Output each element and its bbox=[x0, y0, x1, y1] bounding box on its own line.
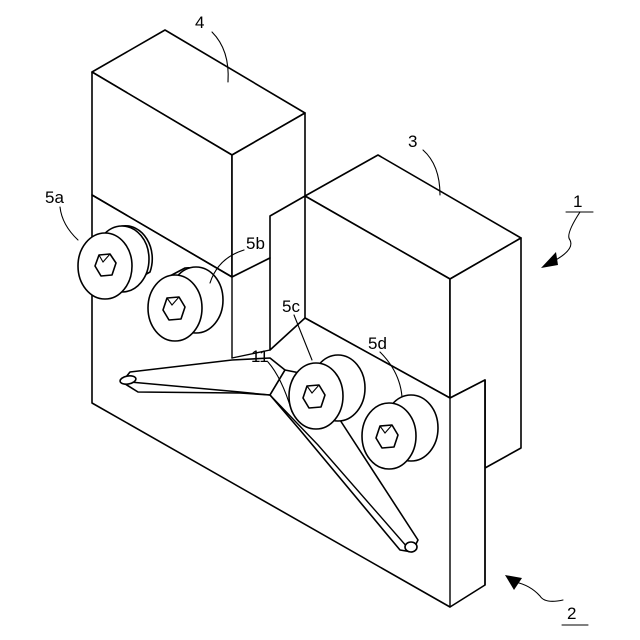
label-5b: 5b bbox=[246, 234, 265, 253]
leader-2 bbox=[515, 582, 563, 601]
label-2: 2 bbox=[567, 604, 576, 623]
arrow-1-icon bbox=[541, 252, 558, 268]
label-5d: 5d bbox=[368, 334, 387, 353]
hex-socket-icon bbox=[303, 385, 325, 408]
label-1: 1 bbox=[573, 192, 582, 211]
leader-5a bbox=[60, 207, 78, 240]
hex-socket-icon bbox=[376, 425, 398, 448]
label-11: 11 bbox=[251, 347, 269, 366]
groove-right-end bbox=[405, 542, 417, 552]
hex-socket-icon bbox=[95, 254, 116, 276]
hex-socket-icon bbox=[163, 297, 185, 320]
label-3: 3 bbox=[408, 132, 417, 151]
label-4: 4 bbox=[195, 13, 204, 32]
label-5c: 5c bbox=[282, 297, 300, 316]
label-5a: 5a bbox=[45, 188, 64, 207]
arrow-2-icon bbox=[505, 575, 522, 590]
